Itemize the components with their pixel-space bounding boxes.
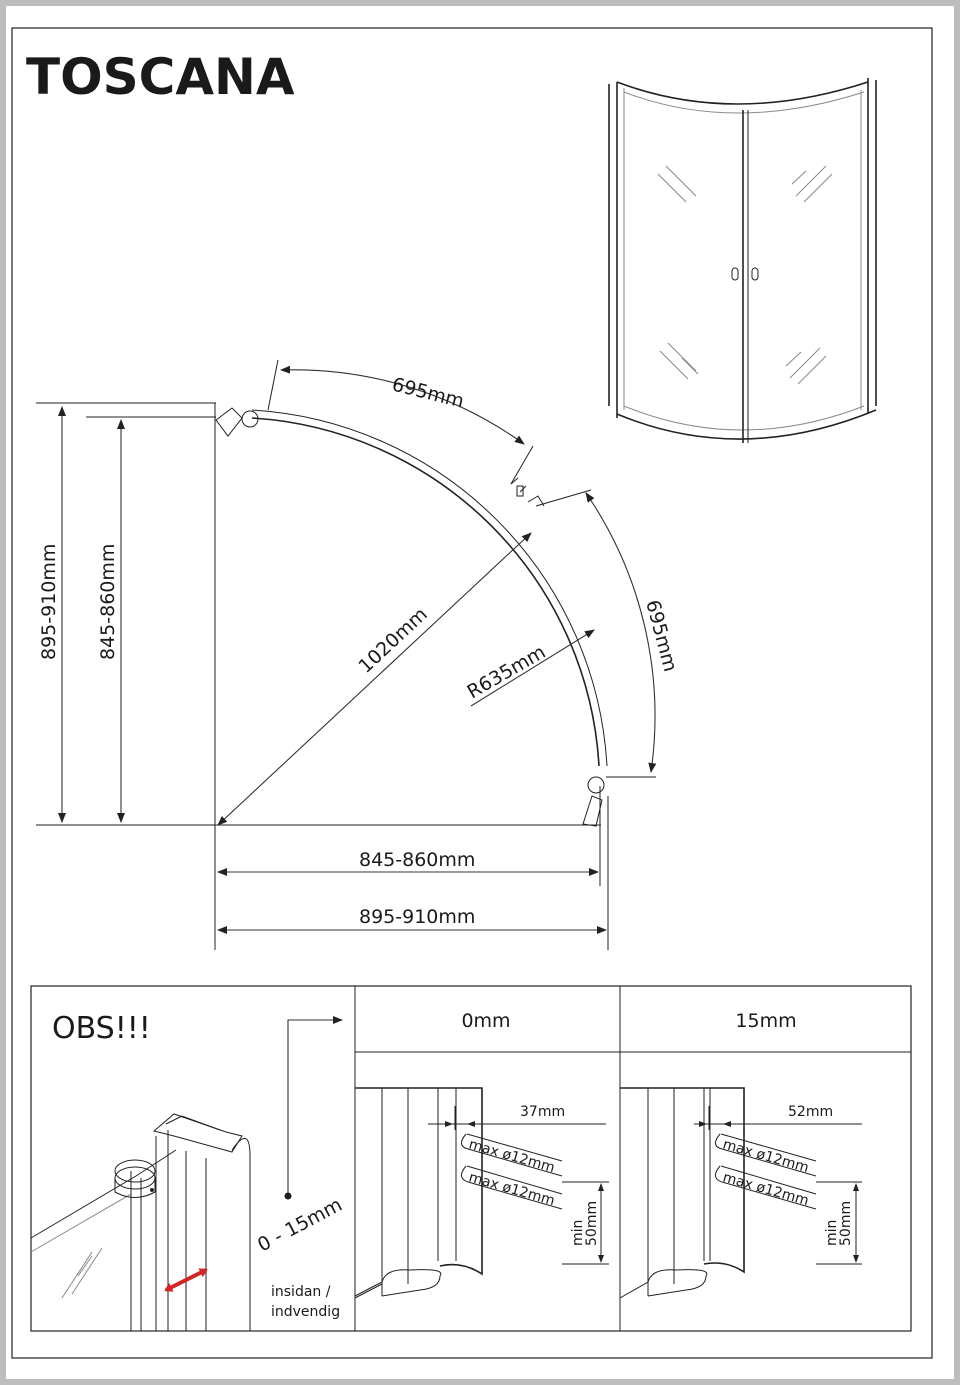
left-inner-label: 845-860mm	[97, 544, 119, 660]
min-label-line2-15: 50mm	[838, 1201, 854, 1246]
dimension-arc-top: 695mm	[267, 359, 534, 485]
detail-column-15mm: 15mm max ø12mm max ø12mm 52mm min 50mm	[619, 1010, 862, 1299]
dimension-left-outer: 895-910mm	[38, 406, 66, 823]
dimension-arc-side: 695mm	[535, 489, 681, 778]
profile-illustration	[30, 1113, 251, 1331]
diagonal-label: 1020mm	[354, 603, 431, 677]
detail-column-0mm: 0mm max ø12mm max ø12mm 37mm min 50mm	[354, 1010, 609, 1299]
left-outer-label: 895-910mm	[38, 544, 60, 660]
inside-label-line1: insidan /	[271, 1284, 331, 1300]
notice-label: OBS!!!	[52, 1011, 151, 1046]
product-title: TOSCANA	[26, 48, 295, 106]
cabin-perspective-view	[608, 78, 877, 443]
radius-label: R635mm	[464, 641, 550, 703]
bottom-inner-label: 845-860mm	[359, 849, 475, 871]
min-label-line2-0: 50mm	[584, 1201, 600, 1246]
bottom-outer-label: 895-910mm	[359, 906, 475, 928]
arc-length-top-label: 695mm	[390, 374, 466, 413]
adjust-range-label: 0 - 15mm	[254, 1194, 346, 1257]
offset-label-0: 37mm	[520, 1104, 565, 1120]
hose-lower-label-15: max ø12mm	[721, 1169, 811, 1209]
notice-panel: OBS!!! 0 - 15mm insidan / indvendig 0mm	[30, 985, 912, 1332]
dimension-radius: R635mm	[464, 629, 595, 707]
technical-drawing: TOSCANA	[11, 27, 933, 1359]
sheet-frame	[11, 27, 933, 1359]
offset-label-15: 52mm	[788, 1104, 833, 1120]
dimension-bottom-inner: 845-860mm	[217, 849, 599, 876]
column-header-15mm: 15mm	[735, 1010, 796, 1032]
column-header-0mm: 0mm	[461, 1010, 510, 1032]
min-label-line1-0: min	[570, 1220, 586, 1246]
drawing-sheet: TOSCANA	[6, 6, 954, 1379]
plan-view	[36, 402, 609, 950]
min-label-line1-15: min	[824, 1220, 840, 1246]
dimension-left-inner: 845-860mm	[97, 419, 125, 823]
dimension-bottom-outer: 895-910mm	[217, 906, 607, 934]
inside-label-line2: indvendig	[271, 1304, 340, 1320]
hose-lower-label-0: max ø12mm	[467, 1169, 557, 1209]
